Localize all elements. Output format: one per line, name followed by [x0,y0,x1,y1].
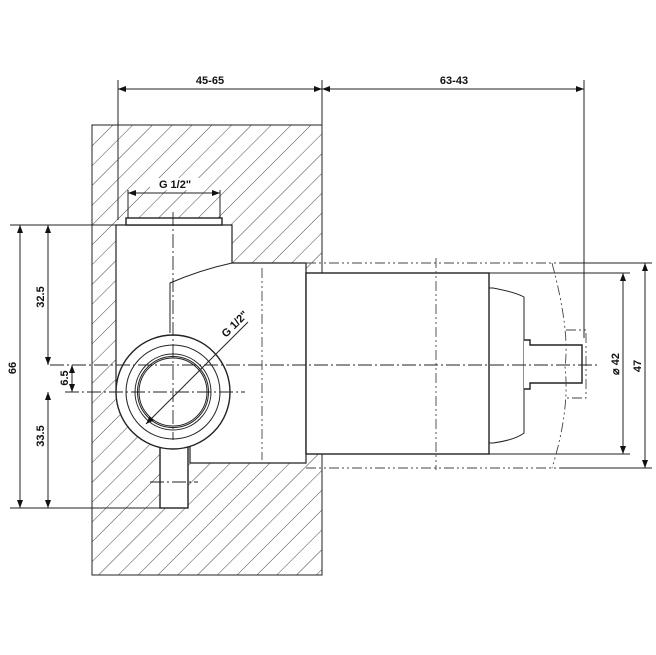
dim-45-65: 45-65 [196,75,224,87]
dimension-right: ⌀ 42 47 [560,262,652,469]
spindle [524,339,583,390]
dimension-left: 66 32.5 33.5 6.5 [7,224,160,509]
cap [489,287,525,444]
drain-stem [159,444,189,509]
inlet-fitting [125,217,223,226]
cartridge [305,258,587,470]
dim-inlet-thread: G 1/2" [159,179,191,191]
dim-diameter-42: ⌀ 42 [610,353,622,375]
dim-66: 66 [7,362,19,374]
dim-47: 47 [632,360,644,372]
dimension-top: 45-65 63-43 G 1/2" [117,75,585,338]
dim-63-43: 63-43 [440,75,468,87]
body-contour [169,262,233,333]
dim-6-5: 6.5 [59,370,71,385]
dim-32-5: 32.5 [35,286,47,307]
dim-33-5: 33.5 [35,425,47,446]
